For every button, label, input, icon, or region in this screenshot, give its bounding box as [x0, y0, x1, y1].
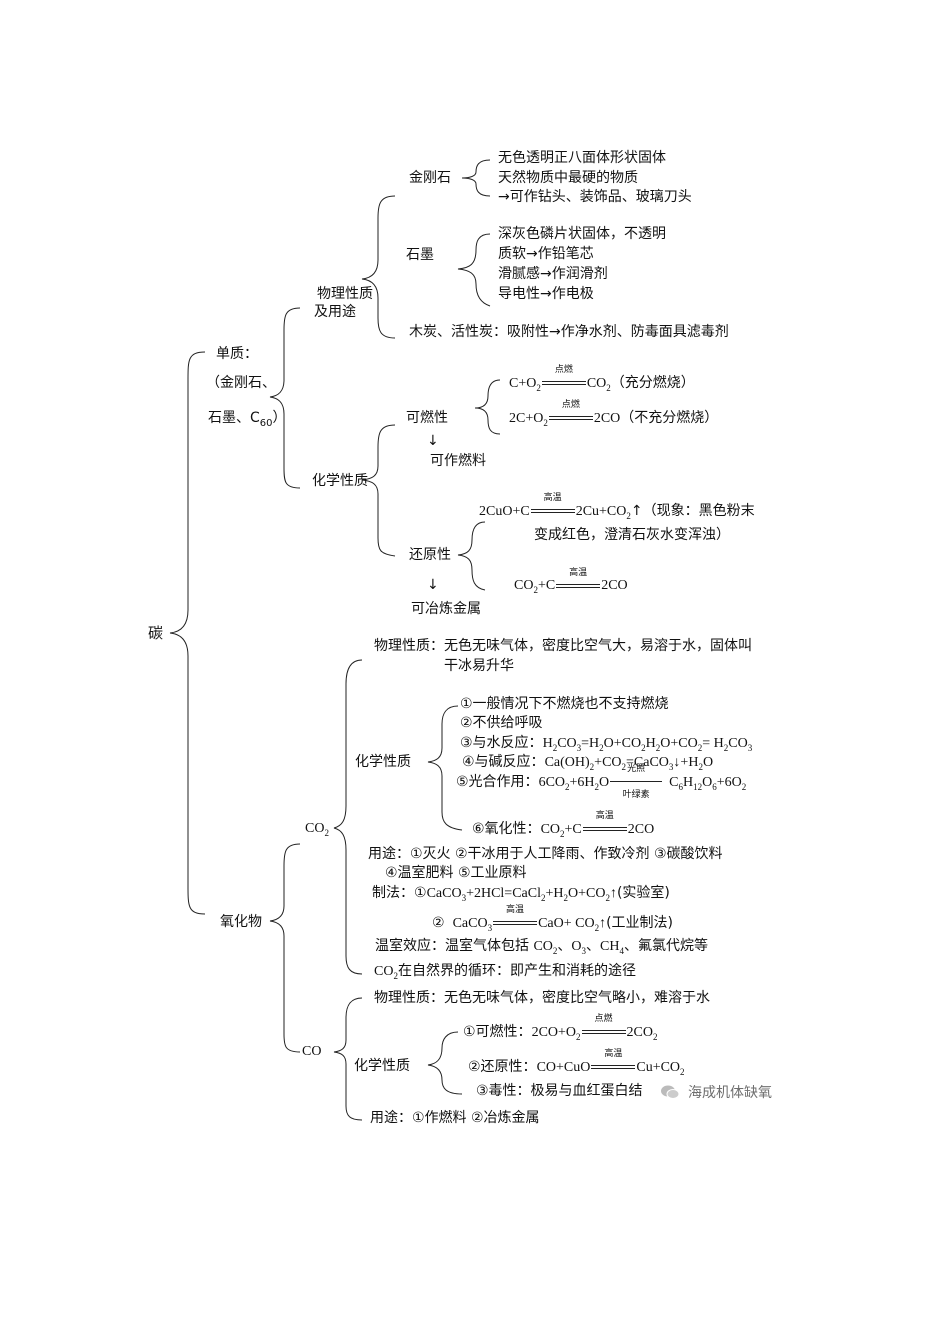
condition-high-temp: 高温 [582, 811, 627, 838]
co-use: 用途：①作燃料 ②冶炼金属 [370, 1110, 540, 1126]
combustible-arrow: ↓ [427, 433, 439, 449]
co-chem-label: 化学性质 [354, 1058, 410, 1074]
co2-chem-item-1: ①一般情况下不燃烧也不支持燃烧 [460, 696, 669, 712]
chemical-label: 化学性质 [312, 473, 368, 489]
reducing-arrow: ↓ [427, 577, 439, 593]
graphite-item-3: 滑腻感→作润滑剂 [498, 266, 608, 282]
brace-co [333, 997, 363, 1121]
brace-co2-chem [427, 705, 463, 831]
simple-paren-2: 石墨、C60） [208, 410, 287, 429]
co2-use-line-1: 用途：①灭火 ②干冰用于人工降雨、作致冷剂 ③碳酸饮料 [368, 846, 723, 862]
co2-cycle: CO2在自然界的循环：即产生和消耗的途径 [374, 963, 636, 981]
combustible-use: 可作燃料 [430, 453, 486, 469]
diamond-label: 金刚石 [409, 170, 451, 186]
brace-root [169, 351, 206, 915]
simple-label: 单质： [216, 346, 258, 362]
wechat-icon [661, 1085, 680, 1099]
reducing-use: 可冶炼金属 [411, 601, 481, 617]
condition-high-temp: 高温 [493, 905, 538, 932]
brace-oxide [269, 843, 301, 1053]
condition-ignite: 点燃 [548, 400, 593, 427]
condition-high-temp: 高温 [591, 1049, 636, 1076]
condition-ignite: 点燃 [581, 1014, 626, 1041]
reducing-label: 还原性 [409, 547, 451, 563]
combustible-label: 可燃性 [406, 410, 448, 426]
brace-chemical [361, 424, 396, 557]
watermark-text: 海成机体缺氧 [688, 1085, 772, 1101]
simple-paren-1: （金刚石、 [206, 375, 276, 391]
brace-diamond [461, 159, 491, 197]
brace-reducing [457, 521, 486, 591]
charcoal-text: 木炭、活性炭：吸附性→作净水剂、防毒面具滤毒剂 [409, 324, 729, 340]
brace-simple [269, 307, 301, 489]
graphite-item-4: 导电性→作电极 [498, 286, 594, 302]
co2-chem-label: 化学性质 [355, 754, 411, 770]
root-label: 碳 [148, 624, 164, 642]
brace-physical [361, 195, 396, 339]
condition-high-temp: 高温 [556, 568, 601, 595]
reduction-equation-1-line2: 变成红色，澄清石灰水变浑浊） [534, 527, 730, 543]
diamond-item-1: 无色透明正八面体形状固体 [498, 150, 666, 166]
brace-graphite [457, 233, 491, 307]
condition-photosynthesis: 光照叶绿素 [610, 764, 663, 800]
co2-chem-item-3: ③与水反应：H2CO3=H2O+CO2H2O+CO2= H2CO3 [460, 735, 753, 753]
diamond-item-2: 天然物质中最硬的物质 [498, 170, 638, 186]
graphite-item-1: 深灰色磷片状固体，不透明 [498, 226, 666, 242]
physical-label-1: 物理性质 [317, 286, 373, 302]
co2-chem-item-2: ②不供给呼吸 [460, 715, 543, 731]
condition-high-temp: 高温 [530, 493, 575, 520]
graphite-item-2: 质软→作铅笔芯 [498, 246, 594, 262]
diamond-item-3: →可作钻头、装饰品、玻璃刀头 [498, 189, 692, 205]
co-physical: 物理性质：无色无味气体，密度比空气略小，难溶于水 [374, 990, 710, 1006]
co2-greenhouse: 温室效应：温室气体包括 CO2、O3、CH4、氟氯代烷等 [375, 938, 708, 956]
co2-physical-line-2: 干冰易升华 [444, 658, 514, 674]
co2-chem-item-4: ④与碱反应：Ca(OH)2+CO2=CaCO3↓+H2O [462, 754, 714, 772]
brace-co2 [333, 659, 363, 975]
brace-co-chem [427, 1031, 463, 1095]
co-label: CO [302, 1044, 322, 1059]
co-chem-item-3: ③毒性：极易与血红蛋白结 [476, 1083, 643, 1099]
co2-prep-1: 制法：①CaCO3+2HCl=CaCl2+H2O+CO2↑(实验室) [372, 885, 670, 903]
brace-combustible [474, 379, 501, 435]
co2-physical-line-1: 物理性质：无色无味气体，密度比空气大，易溶于水，固体叫 [374, 638, 752, 654]
condition-ignite: 点燃 [541, 365, 586, 392]
graphite-label: 石墨 [406, 247, 434, 263]
co2-use-line-2: ④温室肥料 ⑤工业原料 [385, 865, 527, 881]
co2-label: CO2 [305, 821, 329, 838]
physical-label-2: 及用途 [314, 304, 356, 320]
oxide-label: 氧化物 [220, 914, 262, 930]
